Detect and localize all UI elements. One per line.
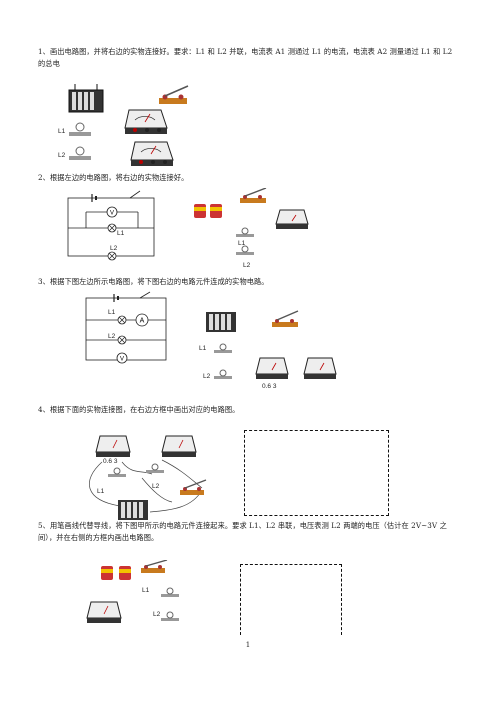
q3-apparatus-l1: L1	[199, 345, 207, 352]
voltmeter-icon	[86, 601, 122, 623]
q5-label-l2: L2	[153, 611, 161, 618]
q5-answer-box[interactable]	[240, 564, 342, 635]
q4-answer-box[interactable]	[244, 430, 389, 516]
question-5-text: 5、用笔画线代替导线，将下图甲所示的电路元件连接起来。要求 L1、L2 串联，电…	[38, 521, 447, 542]
q3-apparatus	[206, 310, 337, 379]
voltmeter-icon	[106, 206, 118, 218]
switch-icon	[272, 310, 299, 327]
bulb-icon	[107, 223, 117, 233]
switch-icon	[141, 560, 168, 573]
q3-diagram-l1: L1	[108, 309, 116, 316]
bulb-icon	[69, 122, 91, 136]
voltmeter-icon	[303, 357, 337, 379]
battery-box-icon	[206, 312, 236, 332]
voltmeter-icon	[275, 209, 309, 229]
dry-cell-icon	[194, 204, 222, 218]
q2-apparatus	[194, 188, 309, 255]
q1-apparatus	[68, 84, 189, 166]
q5-label-l1: L1	[142, 587, 150, 594]
question-3-text: 3、根据下图左边所示电路图，将下图右边的电路元件连成的实物电路。	[38, 277, 269, 286]
q3-ammeter-label: A	[140, 318, 145, 325]
q4-label-l1: L1	[97, 488, 105, 495]
page-number: 1	[245, 641, 251, 649]
bulb-icon	[214, 343, 232, 353]
ammeter-icon	[255, 357, 289, 379]
q2-diagram-l2: L2	[110, 245, 118, 252]
bulb-icon	[107, 251, 117, 261]
q4-label-l2: L2	[152, 483, 160, 490]
switch-icon	[240, 188, 267, 203]
q2-apparatus-l1: L1	[238, 240, 246, 247]
q3-ammeter-scale: 0.6 3	[262, 383, 277, 390]
bulb-icon	[117, 335, 127, 345]
q4-apparatus	[88, 435, 207, 520]
q2-circuit-diagram: V	[67, 190, 155, 261]
bulb-icon	[69, 146, 91, 160]
bulb-icon	[236, 245, 254, 255]
question-1-text: 1、画出电路图，并将右边的实物连接好。要求：L1 和 L2 并联，电流表 A1 …	[38, 47, 453, 68]
ammeter-icon	[124, 109, 168, 134]
q3-apparatus-l2: L2	[203, 373, 211, 380]
bulb-icon	[108, 467, 126, 477]
q1-label-l1: L1	[58, 128, 66, 135]
dry-cell-icon	[101, 566, 131, 580]
battery-box-icon	[68, 84, 104, 113]
q4-ammeter-scale: 0.6 3	[103, 458, 118, 465]
bulb-icon	[161, 587, 179, 597]
ammeter-icon	[130, 141, 174, 166]
q3-diagram-l2: L2	[108, 333, 116, 340]
ammeter-icon	[135, 313, 149, 327]
bulb-icon	[161, 611, 179, 621]
bulb-icon	[146, 463, 164, 473]
voltmeter-icon	[116, 352, 128, 364]
battery-box-icon	[118, 500, 148, 520]
q2-apparatus-l2: L2	[243, 262, 251, 269]
question-4-text: 4、根据下面的实物连接图，在右边方框中画出对应的电路图。	[38, 405, 240, 414]
switch-icon	[180, 479, 207, 495]
q3-circuit-diagram: A V	[85, 291, 167, 364]
ammeter-icon	[161, 435, 197, 457]
switch-icon	[159, 85, 189, 104]
ammeter-icon	[95, 435, 131, 457]
q3-voltmeter-label: V	[120, 357, 124, 363]
q2-diagram-l1: L1	[117, 230, 125, 237]
bulb-icon	[214, 369, 232, 379]
bulb-icon	[236, 227, 254, 237]
q2-voltmeter-label: V	[110, 211, 114, 217]
q5-apparatus	[86, 560, 179, 623]
bulb-icon	[117, 315, 127, 325]
q1-label-l2: L2	[58, 152, 66, 159]
question-2-text: 2、根据左边的电路图，将右边的实物连接好。	[38, 173, 189, 182]
